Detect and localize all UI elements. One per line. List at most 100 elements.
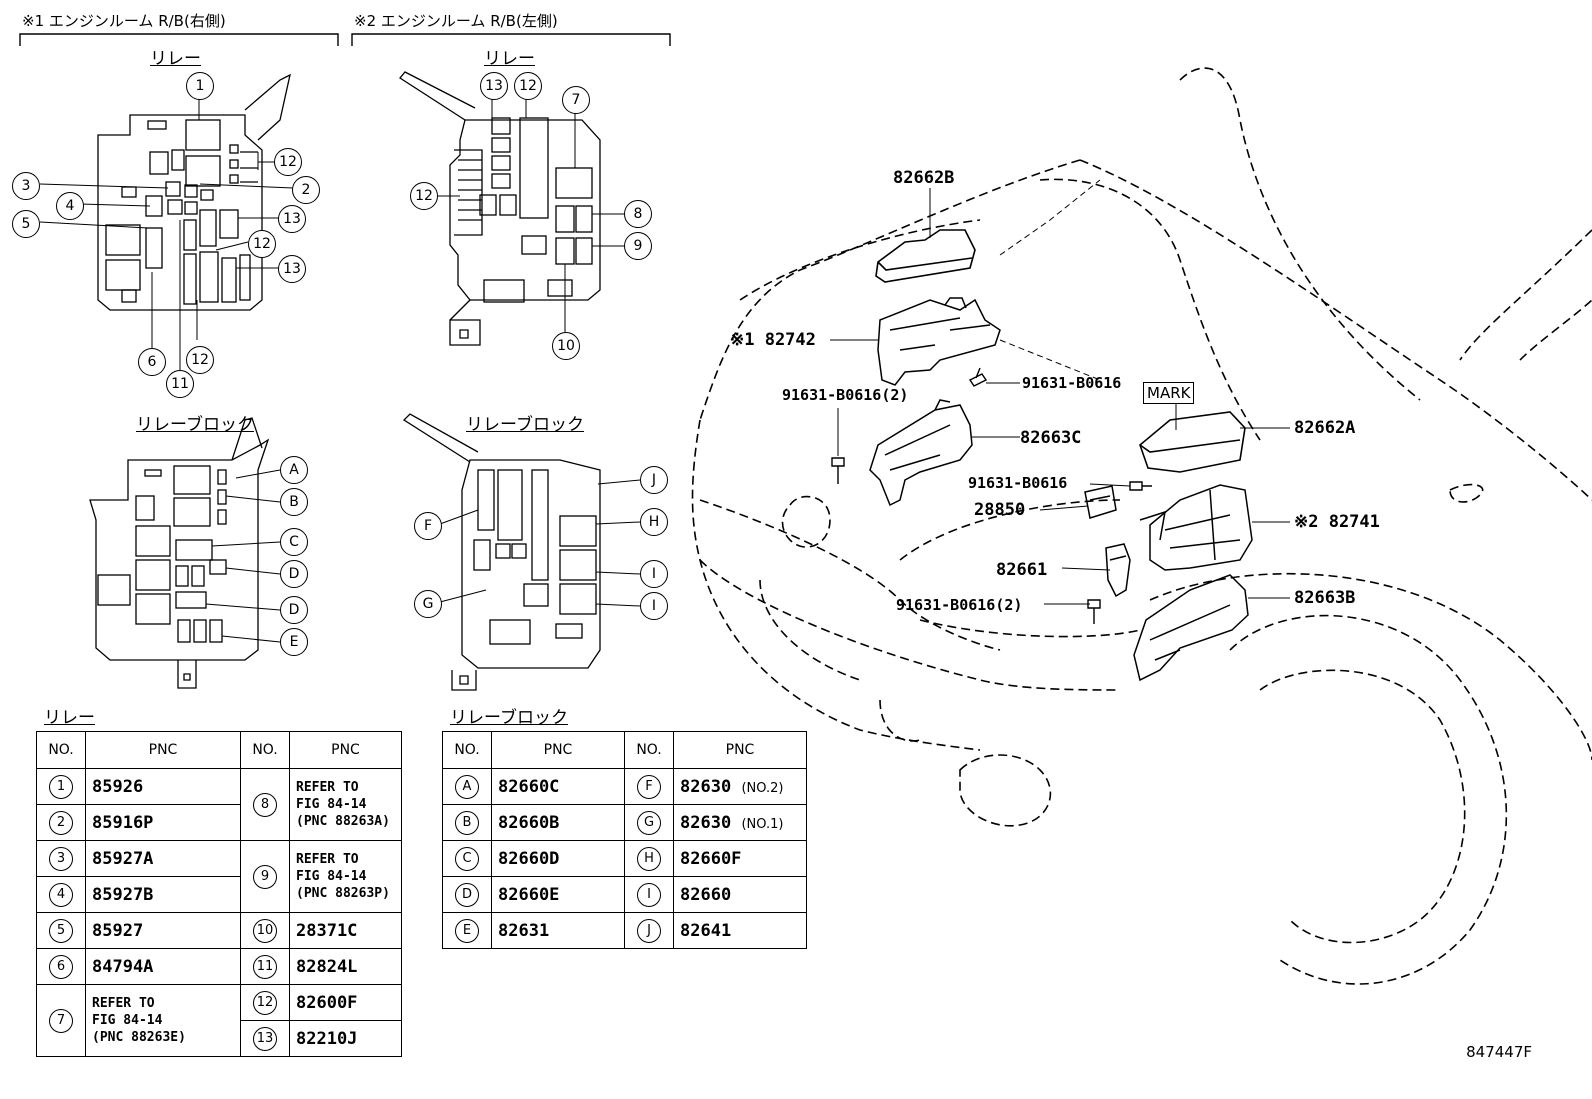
label-relay-8: 8: [624, 200, 652, 228]
label-block-A: A: [280, 456, 308, 484]
row-no: E: [442, 912, 492, 949]
row-pnc: 28371C: [289, 912, 402, 949]
header-pnc: PNC: [85, 731, 241, 769]
section-title-rb-left: ※2 エンジンルーム R/B(左側): [354, 12, 558, 30]
row-pnc: 85927B: [85, 876, 241, 913]
label-block-I2: I: [640, 592, 668, 620]
label-relay-7: 7: [562, 86, 590, 114]
row-no: 3: [36, 840, 86, 877]
relay-table-title: リレー: [44, 708, 95, 728]
relay-28850: [1084, 485, 1117, 519]
row-pnc: 82631: [491, 912, 625, 949]
block-table: NO. PNC NO. PNC A 82660C F 82630 (NO.2) …: [442, 731, 807, 949]
label-relay-12c: 12: [186, 346, 214, 374]
label-block-C: C: [280, 528, 308, 556]
row-pnc: 85927A: [85, 840, 241, 877]
vehicle-outline: [691, 67, 1592, 985]
row-pnc: 82660D: [491, 840, 625, 877]
cover-82662A: [1139, 411, 1246, 473]
header-no: NO.: [36, 731, 86, 769]
label-block-J: J: [640, 466, 668, 494]
label-relay-12a: 12: [274, 148, 302, 176]
callout-91631-b0616-a: 91631-B0616: [1022, 374, 1122, 392]
label-relay-2: 2: [292, 176, 320, 204]
row-no: F: [624, 768, 674, 805]
label-relay-5: 5: [12, 210, 40, 238]
label-block-F: F: [414, 512, 442, 540]
row-pnc: 82630 (NO.2): [673, 768, 807, 805]
row-pnc: 82660F: [673, 840, 807, 877]
label-block-D2: D: [280, 596, 308, 624]
header-pnc: PNC: [289, 731, 402, 769]
block-right-leaders: [205, 469, 281, 643]
label-relay-left-12b: 12: [410, 182, 438, 210]
row-pnc: 82210J: [289, 1020, 402, 1057]
callout-leaders: [830, 179, 1290, 605]
row-pnc: 84794A: [85, 948, 241, 985]
label-block-H: H: [640, 508, 668, 536]
row-no: G: [624, 804, 674, 841]
row-pnc: 82600F: [289, 984, 402, 1021]
label-relay-11: 11: [166, 370, 194, 398]
mark-label: MARK: [1143, 382, 1195, 404]
callout-91631-b0616-d: 91631-B0616(2): [896, 596, 1023, 614]
row-pnc: 85916P: [85, 804, 241, 841]
callout-82662A: 82662A: [1294, 418, 1356, 438]
cover-82662B: [875, 229, 976, 283]
row-no: 2: [36, 804, 86, 841]
row-pnc: 82630 (NO.1): [673, 804, 807, 841]
row-pnc: 82660B: [491, 804, 625, 841]
row-no: 13: [240, 1020, 290, 1057]
subtitle-block-left: リレーブロック: [466, 415, 584, 435]
fuse-82661: [1105, 543, 1131, 598]
row-no: 9: [240, 840, 290, 913]
row-no: B: [442, 804, 492, 841]
callout-82663B: 82663B: [1294, 588, 1356, 608]
row-pnc: 82660: [673, 876, 807, 913]
row-pnc: 82660C: [491, 768, 625, 805]
callout-91631-b0616-c: 91631-B0616: [968, 474, 1068, 492]
label-block-G: G: [414, 590, 442, 618]
label-relay-9: 9: [624, 232, 652, 260]
row-pnc: 82660E: [491, 876, 625, 913]
relay-box-right: [97, 73, 291, 311]
label-relay-10: 10: [552, 332, 580, 360]
row-no: 6: [36, 948, 86, 985]
label-relay-13a: 13: [278, 205, 306, 233]
label-relay-left-12a: 12: [514, 72, 542, 100]
callout-82661: 82661: [996, 560, 1048, 580]
label-relay-3: 3: [12, 172, 40, 200]
bracket-82663C: [869, 399, 973, 507]
row-no: 12: [240, 984, 290, 1021]
subtitle-block-right: リレーブロック: [136, 415, 254, 435]
figure-id: 847447F: [1466, 1043, 1532, 1061]
header-no: NO.: [442, 731, 492, 769]
row-pnc: 82824L: [289, 948, 402, 985]
row-no: 4: [36, 876, 86, 913]
relay-right-leaders: [39, 97, 294, 370]
label-relay-6: 6: [138, 348, 166, 376]
header-no: NO.: [624, 731, 674, 769]
row-no: J: [624, 912, 674, 949]
bolts: [831, 367, 1152, 624]
callout-82741: ※2 82741: [1294, 512, 1380, 532]
row-no: C: [442, 840, 492, 877]
label-relay-1: 1: [186, 72, 214, 100]
label-block-D1: D: [280, 560, 308, 588]
row-pnc: 82641: [673, 912, 807, 949]
header-pnc: PNC: [673, 731, 807, 769]
row-no: D: [442, 876, 492, 913]
relay-box-left: [399, 71, 601, 346]
row-no: A: [442, 768, 492, 805]
relay-block-left: [402, 413, 601, 691]
row-no: 7: [36, 984, 86, 1057]
row-pnc: 85926: [85, 768, 241, 805]
label-relay-13b: 13: [278, 255, 306, 283]
label-relay-4: 4: [56, 192, 84, 220]
callout-82742: ※1 82742: [730, 330, 816, 350]
row-no: 11: [240, 948, 290, 985]
callout-82663C: 82663C: [1020, 428, 1082, 448]
